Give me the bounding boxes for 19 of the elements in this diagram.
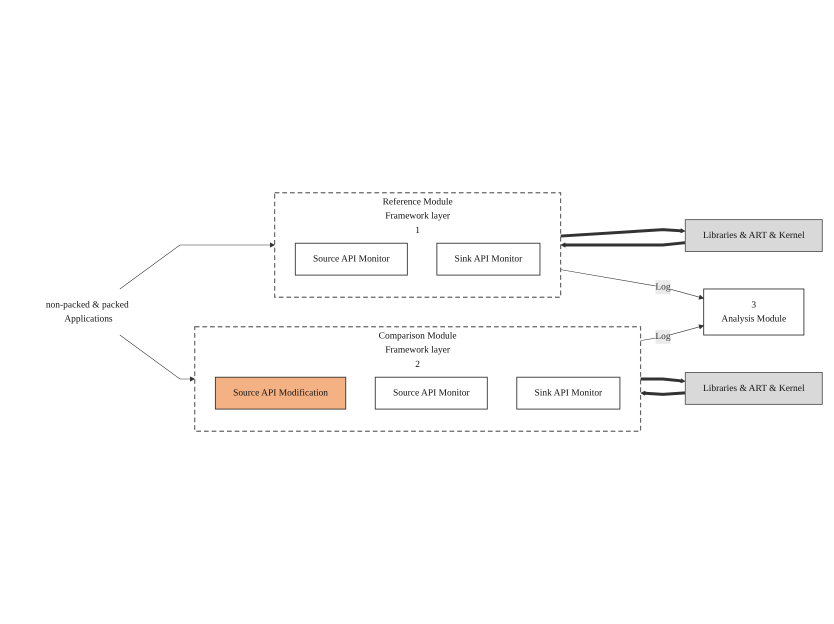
node-box: 3 Analysis Module: [703, 288, 804, 336]
node-box: Sink API Monitor: [516, 376, 620, 410]
node-box: Libraries & ART & Kernel: [684, 219, 823, 252]
arrow: [560, 241, 686, 248]
node-box: Source API Modification: [214, 376, 346, 410]
node-text: non-packed & packed Applications: [46, 300, 129, 324]
arrow: [640, 378, 686, 384]
edge-label: Log: [655, 331, 671, 342]
node-box: Source API Monitor: [374, 376, 488, 410]
arrow: [560, 269, 704, 300]
node-box: Source API Monitor: [294, 242, 408, 276]
arrow: [560, 228, 686, 238]
arrow: [120, 334, 195, 382]
edge-label: Log: [655, 282, 671, 292]
arrow: [120, 242, 275, 290]
node-box: Libraries & ART & Kernel: [684, 372, 823, 405]
node-box: Sink API Monitor: [436, 242, 540, 276]
arrow: [640, 324, 704, 341]
arrow: [640, 390, 686, 396]
